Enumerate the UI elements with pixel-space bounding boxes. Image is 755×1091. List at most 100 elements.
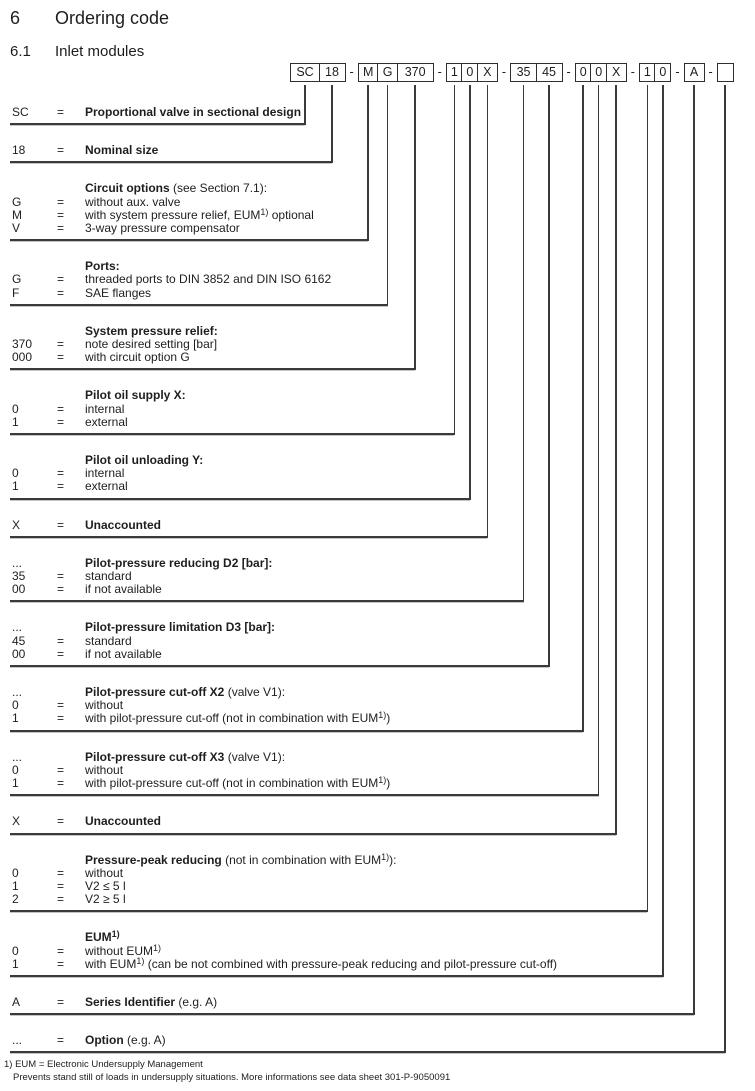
section-system-pressure-relief: System pressure relief:370=note desired … xyxy=(10,324,416,371)
equals-sign: = xyxy=(57,878,65,893)
option-row: 1=external xyxy=(10,480,470,493)
footnote-line1: 1) EUM = Electronic Undersupply Manageme… xyxy=(4,1059,203,1071)
code-box-x: X xyxy=(476,63,498,82)
code-box-1: 1 xyxy=(445,63,463,82)
code-value: 1 xyxy=(12,776,19,791)
description: internal xyxy=(85,401,125,416)
description: Pressure-peak reducing (not in combinati… xyxy=(85,851,397,867)
equals-sign: = xyxy=(57,943,65,958)
code-value: 370 xyxy=(12,337,33,352)
code-box-45: 45 xyxy=(535,63,563,82)
equals-sign: = xyxy=(57,466,65,481)
section-heading-row: Circuit options (see Section 7.1): xyxy=(10,182,368,195)
section-heading-row: EUM1) xyxy=(10,929,663,945)
description: with system pressure relief, EUM1) optio… xyxy=(85,206,314,222)
code-box-0: 0 xyxy=(461,63,479,82)
code-value: 0 xyxy=(12,466,19,481)
section-heading-row: ... Pilot-pressure reducing D2 [bar]: xyxy=(10,555,524,570)
description: Pilot-pressure limitation D3 [bar]: xyxy=(85,620,276,635)
option-row: 2 = V2 ≥ 5 l xyxy=(10,892,647,907)
option-row: 1=with EUM1) (can be not combined with p… xyxy=(10,955,663,971)
description: Pilot-pressure cut-off X3 (valve V1): xyxy=(85,749,286,764)
code-value: ... xyxy=(12,620,23,635)
option-row: ...=Option (e.g. A) xyxy=(10,1033,725,1047)
section-number: 6 xyxy=(10,8,21,28)
equals-sign: = xyxy=(57,272,65,287)
code-value xyxy=(10,182,57,195)
code-separator: - xyxy=(675,65,680,79)
option-row: 0=internal xyxy=(10,401,454,416)
description: SAE flanges xyxy=(85,285,152,300)
equals-sign xyxy=(57,621,85,634)
description: EUM1) xyxy=(85,929,120,945)
description: external xyxy=(85,414,128,429)
code-value: G xyxy=(12,194,22,209)
code-value: 45 xyxy=(12,633,26,648)
code-value: 18 xyxy=(12,143,26,158)
code-box-35: 35 xyxy=(510,63,538,82)
code-box-18: 18 xyxy=(318,63,346,82)
footnote: 1) EUM = Electronic Undersupply Manageme… xyxy=(4,1058,755,1084)
sections: SC=Proportional valve in sectional desig… xyxy=(0,105,755,1054)
description: if not available xyxy=(85,582,162,597)
equals-sign: = xyxy=(57,105,65,119)
footnote-ref: 1) xyxy=(378,775,387,786)
code-value xyxy=(10,854,57,867)
description: with circuit option G xyxy=(85,350,190,365)
footnote-ref: 1) xyxy=(381,851,390,862)
description: Pilot-pressure reducing D2 [bar]: xyxy=(85,555,273,570)
option-row: X=Unaccounted xyxy=(10,815,616,828)
option-row: G=threaded ports to DIN 3852 and DIN ISO… xyxy=(10,273,388,286)
description: Ports: xyxy=(85,259,120,274)
equals-sign: = xyxy=(57,776,65,791)
code-value: 1 xyxy=(12,878,19,893)
equals-sign: = xyxy=(57,892,65,907)
code-value: ... xyxy=(12,555,23,570)
code-box-m: M xyxy=(357,63,379,82)
code-value: A xyxy=(12,994,21,1009)
description: without aux. valve xyxy=(85,194,181,209)
equals-sign: = xyxy=(57,569,65,584)
description: V2 ≥ 5 l xyxy=(85,892,126,907)
subsection-number: 6.1 xyxy=(10,43,31,60)
equals-sign: = xyxy=(57,698,65,713)
equals-sign: = xyxy=(57,582,65,597)
description: standard xyxy=(85,633,132,648)
code-box-sc: SC xyxy=(290,63,320,82)
code-value: 0 xyxy=(12,401,19,416)
code-value: 0 xyxy=(12,865,19,880)
section-ports: Ports:G=threaded ports to DIN 3852 and D… xyxy=(10,260,388,306)
section-pilot-pressure-reducing-d2: ...Pilot-pressure reducing D2 [bar]:35=s… xyxy=(10,555,524,603)
code-box-0: 0 xyxy=(590,63,608,82)
section-unaccounted-1: X=Unaccounted xyxy=(10,518,488,538)
code-value: 1 xyxy=(12,479,19,494)
footnote-ref: 1) xyxy=(260,206,269,217)
section-heading-row: Pilot oil unloading Y: xyxy=(10,453,470,468)
code-box-x: X xyxy=(605,63,627,82)
code-box-1: 1 xyxy=(638,63,656,82)
code-value: X xyxy=(12,814,21,829)
equals-sign: = xyxy=(57,814,65,829)
code-value: 2 xyxy=(12,892,19,907)
code-box-0: 0 xyxy=(654,63,672,82)
section-heading-row: Pilot oil supply X: xyxy=(10,389,454,402)
section-eum: EUM1)0=without EUM1)1=with EUM1) (can be… xyxy=(10,929,663,977)
equals-sign: = xyxy=(57,414,65,429)
equals-sign: = xyxy=(57,633,65,648)
code-value: 000 xyxy=(12,350,33,365)
option-row: 1=V2 ≤ 5 l xyxy=(10,878,647,893)
description: threaded ports to DIN 3852 and DIN ISO 6… xyxy=(85,272,332,287)
option-row: SC=Proportional valve in sectional desig… xyxy=(10,105,305,119)
code-value: M xyxy=(12,207,22,222)
code-value: F xyxy=(12,285,20,300)
option-row: M=with system pressure relief, EUM1) opt… xyxy=(10,206,368,222)
equals-sign xyxy=(57,854,85,867)
footnote-ref: 1) xyxy=(136,955,145,966)
option-row: 0=without xyxy=(10,865,647,880)
section-heading-row: Ports: xyxy=(10,260,388,273)
description: Pilot oil unloading Y: xyxy=(85,453,204,468)
code-separator: - xyxy=(437,65,442,79)
description: internal xyxy=(85,466,125,481)
